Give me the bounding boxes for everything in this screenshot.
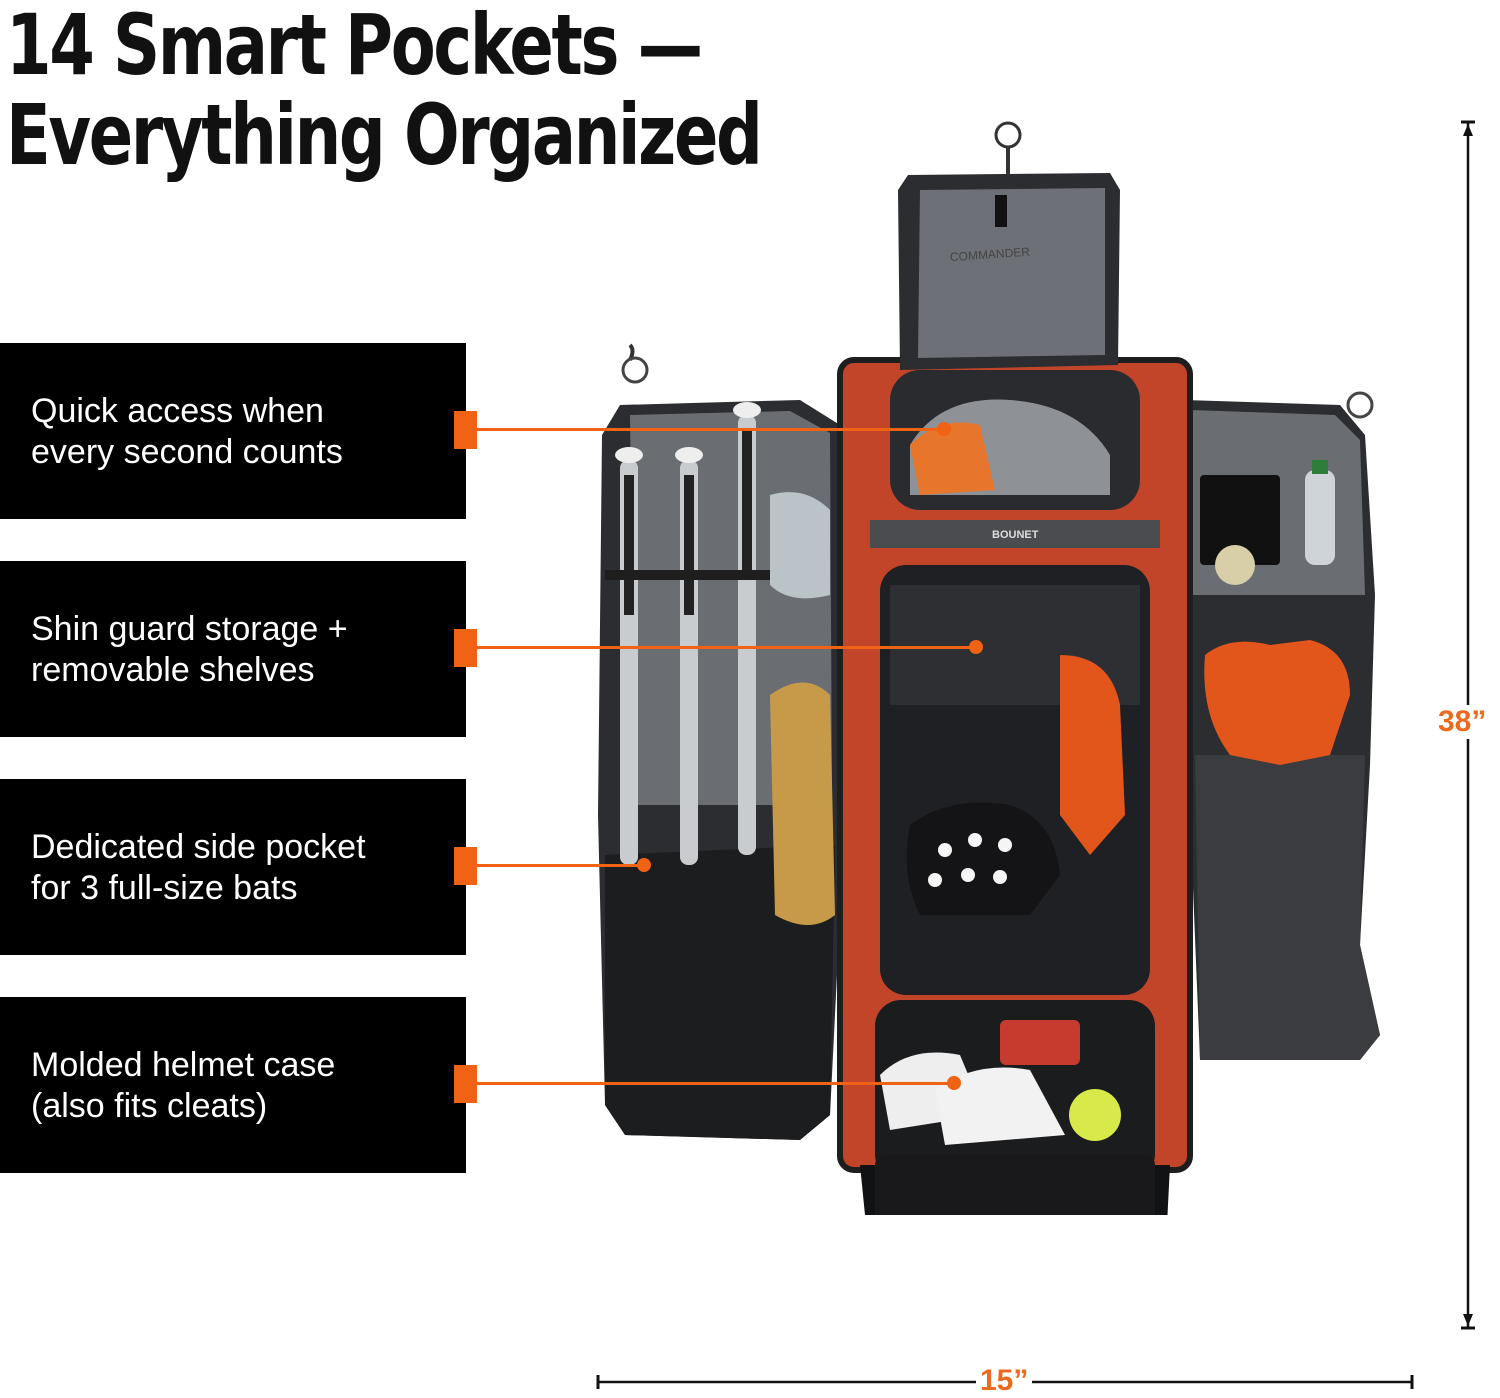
title-line-1: 14 Smart Pockets —	[6, 0, 703, 94]
callout-line: removable shelves	[31, 651, 315, 689]
left-bat-panel	[598, 343, 845, 1140]
bat-icon	[675, 447, 703, 865]
callout-shin-guard-storage: Shin guard storage + removable shelves	[0, 561, 466, 737]
callout-line: for 3 full-size bats	[31, 869, 298, 907]
callout-line: Quick access when	[31, 392, 324, 430]
bat-icon	[733, 402, 761, 855]
hook-icon	[1346, 391, 1374, 419]
water-bottle-icon	[1305, 470, 1335, 565]
callout-text: Shin guard storage + removable shelves	[31, 609, 451, 691]
callout-quick-access: Quick access when every second counts	[0, 343, 466, 519]
leader-line	[477, 428, 942, 431]
height-dimension-label: 38”	[1438, 705, 1487, 739]
callout-text: Quick access when every second counts	[31, 391, 451, 473]
shin-guard-icon	[1204, 640, 1350, 765]
callout-text: Molded helmet case (also fits cleats)	[31, 1045, 451, 1127]
tape-icon	[1215, 545, 1255, 585]
callout-text: Dedicated side pocket for 3 full-size ba…	[31, 827, 451, 909]
pointer-dot	[947, 1076, 961, 1090]
callout-line: every second counts	[31, 433, 343, 471]
pointer-dot	[969, 640, 983, 654]
leader-line	[477, 1082, 952, 1085]
mesh-pocket	[1200, 475, 1280, 565]
glove-icon	[770, 682, 835, 925]
callout-bat-pocket: Dedicated side pocket for 3 full-size ba…	[0, 779, 466, 955]
right-gear-panel	[1185, 391, 1380, 1060]
callout-marker	[454, 847, 477, 885]
chest-protector-icon	[1060, 655, 1125, 855]
title-line-2: Everything Organized	[6, 86, 763, 184]
callout-marker	[454, 411, 477, 449]
callout-marker	[454, 629, 477, 667]
callout-line: Dedicated side pocket	[31, 828, 366, 866]
leader-line	[477, 864, 642, 867]
pointer-dot	[637, 858, 651, 872]
bat-icon	[615, 447, 643, 865]
callout-line: Shin guard storage +	[31, 610, 348, 648]
cleat-icon	[935, 1067, 1065, 1145]
callout-line: (also fits cleats)	[31, 1087, 268, 1125]
batting-helmet-icon	[906, 802, 1060, 915]
callout-line: Molded helmet case	[31, 1046, 336, 1084]
leader-line	[477, 646, 974, 649]
batting-glove-icon	[770, 492, 830, 599]
bag-illustration: COMMANDER BOUNET	[598, 121, 1380, 1215]
width-dimension-label: 15”	[976, 1364, 1033, 1398]
softball-icon	[1069, 1089, 1121, 1141]
brand-label: BOUNET	[992, 529, 1039, 541]
callout-helmet-case: Molded helmet case (also fits cleats)	[0, 997, 466, 1173]
callout-marker	[454, 1065, 477, 1103]
pointer-dot	[937, 422, 951, 436]
svg-text:COMMANDER: COMMANDER	[950, 245, 1031, 265]
page-title: 14 Smart Pockets — Everything Organized	[6, 0, 763, 184]
bag-body: COMMANDER BOUNET	[837, 121, 1193, 1215]
hook-icon	[621, 356, 649, 384]
